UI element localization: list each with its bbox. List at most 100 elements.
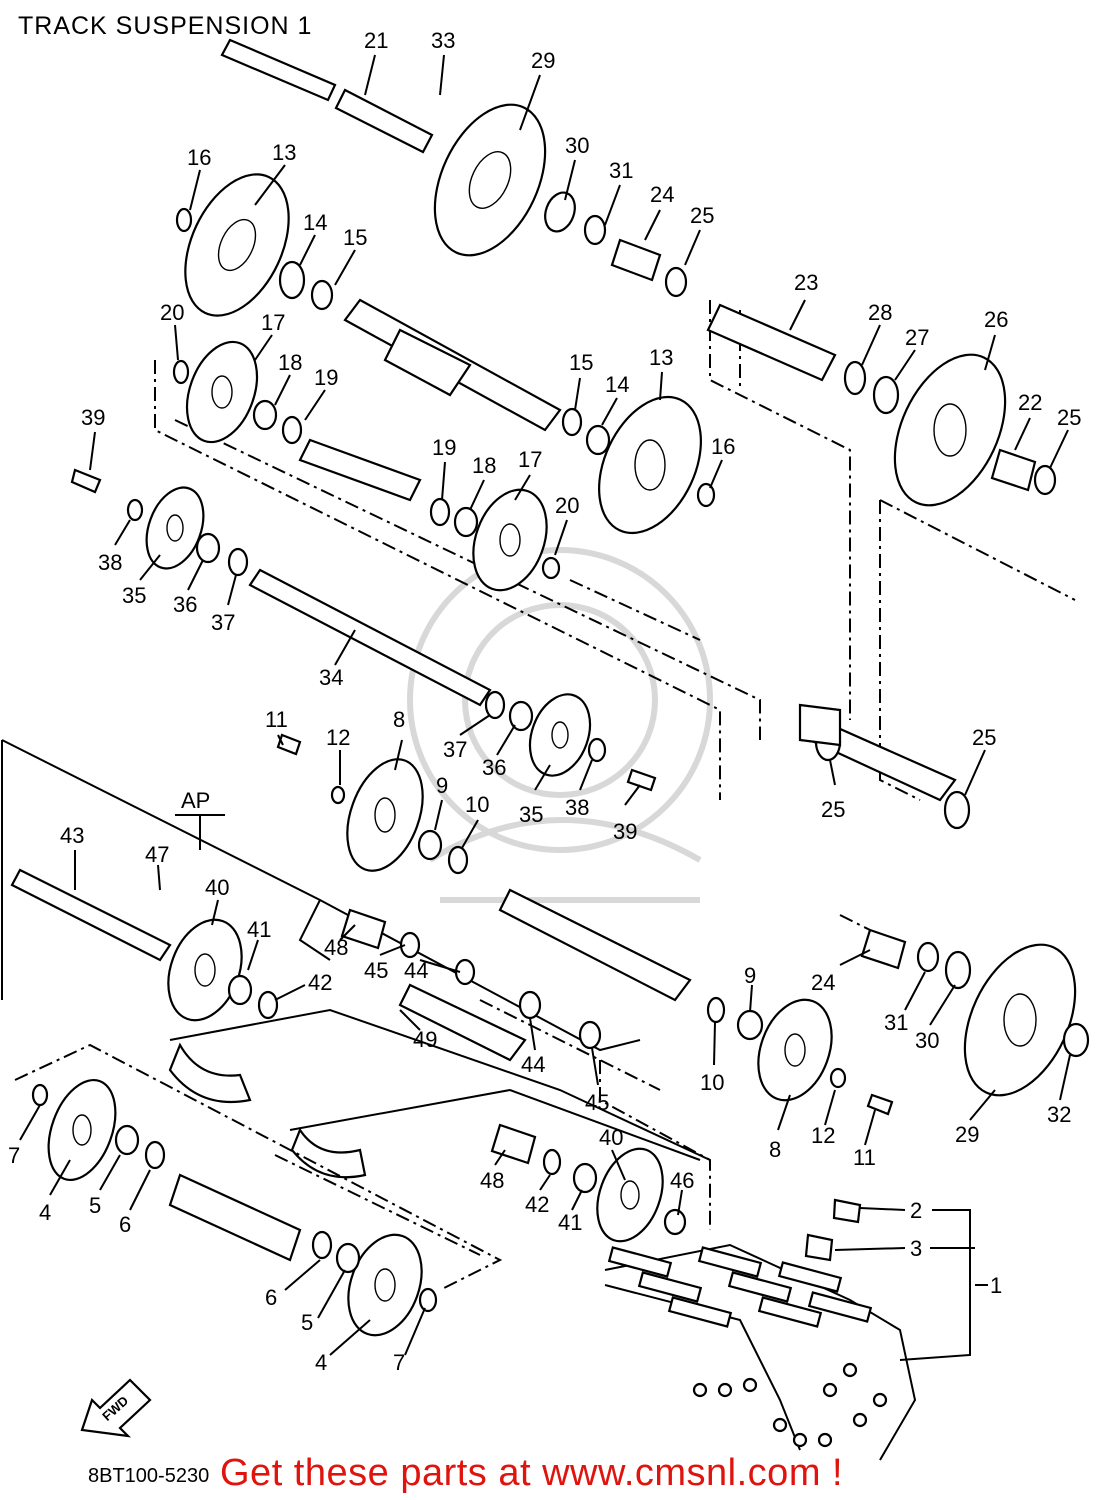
part-label-24: 24 <box>650 182 674 207</box>
part-label-7b: 7 <box>393 1350 405 1375</box>
part-label-25: 25 <box>690 203 714 228</box>
part-label-3: 3 <box>910 1236 922 1261</box>
part-label-12: 12 <box>326 725 350 750</box>
wheels <box>47 103 1077 1337</box>
part-label-26: 26 <box>984 307 1008 332</box>
part-label-13b: 13 <box>649 345 673 370</box>
part-label-13: 13 <box>272 140 296 165</box>
part-label-8: 8 <box>393 707 405 732</box>
promo-link-text[interactable]: Get these parts at www.cmsnl.com ! <box>220 1452 844 1494</box>
part-label-25d: 25 <box>821 797 845 822</box>
part-label-15: 15 <box>343 225 367 250</box>
part-label-30: 30 <box>565 133 589 158</box>
part-label-28: 28 <box>868 300 892 325</box>
part-label-7: 7 <box>8 1143 20 1168</box>
part-label-17b: 17 <box>518 447 542 472</box>
part-label-46: 46 <box>670 1168 694 1193</box>
part-label-17: 17 <box>261 310 285 335</box>
wheel-40-upper <box>167 918 243 1022</box>
part-label-6: 6 <box>119 1212 131 1237</box>
part-label-25c: 25 <box>972 725 996 750</box>
part-label-24b: 24 <box>811 970 835 995</box>
part-label-9: 9 <box>436 773 448 798</box>
wheel-8-lower <box>757 998 833 1102</box>
part-label-40: 40 <box>205 875 229 900</box>
fwd-arrow: FWD <box>80 1378 152 1438</box>
part-label-25b: 25 <box>1057 405 1081 430</box>
diagram-code: 8BT100-5230 <box>88 1465 210 1487</box>
wheel-29-top <box>433 103 547 257</box>
part-label-20b: 20 <box>555 493 579 518</box>
part-label-33: 33 <box>431 28 455 53</box>
wheel-4-lower <box>347 1233 423 1337</box>
part-label-5b: 5 <box>301 1310 313 1335</box>
part-label-9b: 9 <box>744 963 756 988</box>
wheel-17-left <box>185 340 259 444</box>
part-label-22: 22 <box>1018 390 1042 415</box>
part-label-36: 36 <box>173 592 197 617</box>
part-label-39b: 39 <box>613 819 637 844</box>
part-label-38b: 38 <box>565 795 589 820</box>
part-label-31b: 31 <box>884 1010 908 1035</box>
part-label-44: 44 <box>404 958 428 983</box>
part-labels: 21 33 29 16 13 30 31 24 25 14 15 23 28 2… <box>8 28 1081 1375</box>
part-label-19: 19 <box>314 365 338 390</box>
part-label-23: 23 <box>794 270 818 295</box>
part-label-34: 34 <box>319 665 343 690</box>
part-label-5: 5 <box>89 1193 101 1218</box>
wheel-35-left <box>145 486 205 570</box>
part-label-10b: 10 <box>700 1070 724 1095</box>
part-label-1: 1 <box>990 1273 1002 1298</box>
part-label-27: 27 <box>905 325 929 350</box>
small-parts <box>31 191 1090 1313</box>
part-label-43: 43 <box>60 823 84 848</box>
part-label-29b: 29 <box>955 1122 979 1147</box>
part-label-18: 18 <box>278 350 302 375</box>
part-label-37b: 37 <box>443 737 467 762</box>
part-label-15b: 15 <box>569 350 593 375</box>
wheel-13-right <box>598 395 702 535</box>
diagram-title: TRACK SUSPENSION 1 <box>18 12 313 40</box>
part-label-45: 45 <box>364 958 388 983</box>
part-label-48b: 48 <box>480 1168 504 1193</box>
part-label-40b: 40 <box>599 1125 623 1150</box>
wheel-40-lower <box>596 1147 664 1243</box>
wheel-17-right <box>472 488 548 592</box>
part-label-32: 32 <box>1047 1102 1071 1127</box>
part-label-16b: 16 <box>711 434 735 459</box>
part-label-35b: 35 <box>519 802 543 827</box>
slide-rail-frame <box>1 739 711 1179</box>
part-label-44b: 44 <box>521 1052 545 1077</box>
wheel-35-right <box>528 693 592 777</box>
part-label-6b: 6 <box>265 1285 277 1310</box>
wheel-26 <box>893 353 1007 507</box>
part-label-14: 14 <box>303 210 327 235</box>
part-label-31: 31 <box>609 158 633 183</box>
part-label-42: 42 <box>308 970 332 995</box>
part-label-21: 21 <box>364 28 388 53</box>
part-label-4: 4 <box>39 1200 51 1225</box>
part-label-39: 39 <box>81 405 105 430</box>
part-label-19b: 19 <box>432 435 456 460</box>
part-label-30b: 30 <box>915 1028 939 1053</box>
assembly-marker: AP <box>175 788 225 850</box>
part-label-14b: 14 <box>605 372 629 397</box>
wheel-13-left <box>184 173 290 317</box>
part-label-36b: 36 <box>482 755 506 780</box>
wheel-4-upper <box>47 1078 117 1182</box>
part-label-29: 29 <box>531 48 555 73</box>
assembly-marker-label: AP <box>181 788 210 813</box>
leader-lines <box>19 54 1071 1361</box>
part-label-20: 20 <box>160 300 184 325</box>
part-label-41: 41 <box>247 917 271 942</box>
part-label-16: 16 <box>187 145 211 170</box>
part-label-49: 49 <box>413 1027 437 1052</box>
part-label-41b: 41 <box>558 1210 582 1235</box>
part-label-10: 10 <box>465 792 489 817</box>
watermark-logo <box>407 547 713 903</box>
part-label-12b: 12 <box>811 1123 835 1148</box>
part-label-8b: 8 <box>769 1137 781 1162</box>
part-label-42b: 42 <box>525 1192 549 1217</box>
